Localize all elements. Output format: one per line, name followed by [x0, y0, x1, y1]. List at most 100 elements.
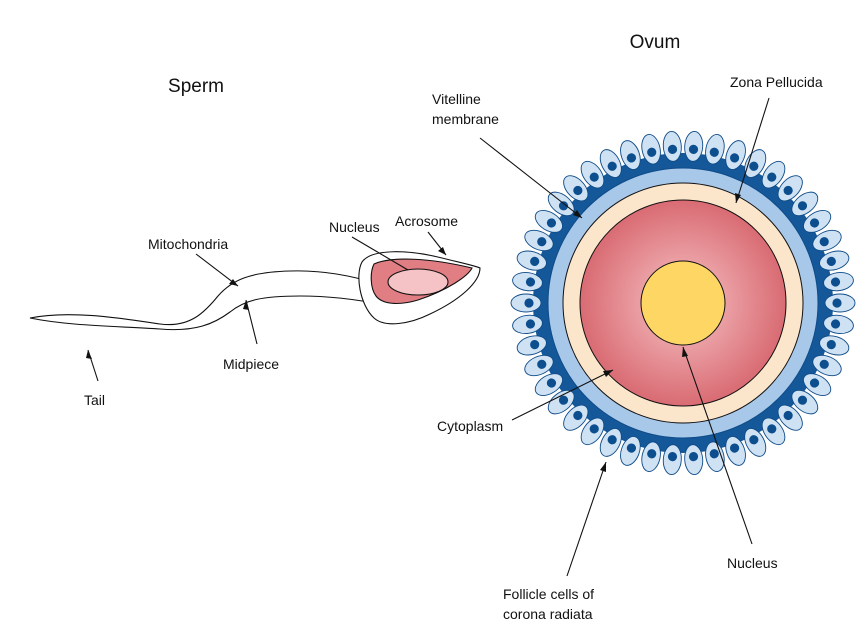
arrow-acrosome — [438, 247, 446, 255]
follicle-cell — [744, 428, 767, 457]
follicle-cell-nucleus — [537, 359, 547, 369]
follicle-cell-nucleus — [832, 298, 842, 308]
follicle-cell — [580, 417, 605, 446]
follicle-cell-nucleus — [688, 144, 699, 154]
follicle-cell — [534, 210, 563, 233]
arrow-cytoplasm — [603, 370, 613, 377]
follicle-cell-nucleus — [546, 218, 557, 228]
follicle-cell — [563, 175, 589, 202]
follicle-cell-nucleus — [830, 319, 841, 329]
follicle-cell-nucleus — [607, 161, 617, 171]
arrow-zona — [735, 193, 741, 203]
label-vitelline-line1: Vitelline — [432, 91, 481, 107]
ovum-drawing — [510, 130, 856, 476]
follicle-cell-nucleus — [647, 147, 657, 157]
follicle-cell — [516, 250, 547, 271]
label-sperm-nucleus: Nucleus — [329, 219, 380, 235]
ovum-title: Ovum — [630, 32, 681, 53]
follicle-cell — [534, 373, 563, 396]
follicle-cell-nucleus — [558, 201, 569, 211]
follicle-cell — [777, 175, 803, 202]
sperm-leaders — [86, 231, 447, 382]
follicle-cell-nucleus — [626, 153, 637, 163]
follicle-cell — [512, 314, 543, 334]
follicle-cell-nucleus — [546, 378, 557, 388]
follicle-cell — [620, 140, 641, 170]
arrow-vitelline — [573, 210, 582, 218]
leader-mitochondria — [195, 253, 239, 287]
label-midpiece: Midpiece — [223, 356, 279, 372]
label-cytoplasm: Cytoplasm — [437, 418, 503, 434]
follicle-cell — [684, 444, 704, 476]
arrow-follicle — [600, 462, 606, 472]
follicle-cell — [744, 149, 767, 178]
leader-ovum-nucleus — [682, 346, 753, 545]
follicle-cell — [547, 191, 575, 217]
sperm-nucleus — [387, 268, 449, 296]
follicle-cell — [599, 428, 622, 457]
follicle-cell — [524, 354, 554, 377]
follicle-cell — [812, 354, 842, 377]
follicle-cell-nucleus — [525, 277, 536, 287]
follicle-cell-nucleus — [530, 256, 540, 267]
follicle-cell — [761, 160, 786, 189]
sperm-tail — [29, 270, 385, 331]
sperm-title: Sperm — [168, 76, 224, 97]
label-acrosome: Acrosome — [395, 213, 458, 229]
follicle-cell — [662, 444, 682, 476]
arrow-midpiece — [243, 300, 249, 310]
follicle-cell-nucleus — [688, 452, 699, 462]
follicle-cell-nucleus — [729, 153, 740, 163]
ovum-leaders — [479, 97, 770, 577]
leader-nucleus-sperm — [351, 236, 409, 271]
follicle-cell — [725, 140, 746, 170]
follicle-cell-nucleus — [530, 339, 540, 350]
follicle-cell-nucleus — [525, 319, 536, 329]
follicle-cell-nucleus — [729, 443, 740, 453]
follicle-cell — [791, 389, 819, 415]
label-zona-pellucida: Zona Pellucida — [730, 74, 823, 90]
label-tail: Tail — [84, 392, 105, 408]
leader-follicle — [566, 461, 607, 577]
follicle-cell-nucleus — [767, 172, 777, 182]
follicle-cell — [705, 441, 725, 472]
label-ovum-nucleus: Nucleus — [727, 555, 778, 571]
follicle-cell-nucleus — [589, 424, 599, 434]
follicle-cell — [516, 335, 547, 356]
ovum-nucleus — [640, 260, 726, 346]
follicle-cell-nucleus — [709, 449, 719, 459]
leader-vitelline — [479, 137, 583, 219]
follicle-cell — [823, 272, 854, 292]
follicle-cell-nucleus — [830, 277, 841, 287]
follicle-cell-nucleus — [647, 449, 657, 459]
follicle-cell — [662, 130, 682, 162]
sperm-drawing — [29, 251, 481, 331]
follicle-cell — [705, 134, 725, 165]
follicle-cell — [563, 404, 589, 431]
follicle-cell-nucleus — [524, 298, 534, 308]
follicle-cell — [641, 134, 661, 165]
follicle-cell — [761, 417, 786, 446]
follicle-cell — [803, 373, 832, 396]
follicle-cell-nucleus — [558, 395, 569, 405]
follicle-cell-nucleus — [749, 161, 759, 171]
arrow-mitochondria — [229, 279, 238, 286]
follicle-cell-nucleus — [537, 237, 547, 247]
follicle-cell — [777, 404, 803, 431]
follicle-cell-nucleus — [809, 218, 820, 228]
follicle-cell — [824, 293, 856, 313]
follicle-cells — [510, 130, 856, 476]
follicle-cell — [580, 160, 605, 189]
follicle-cell — [803, 210, 832, 233]
follicle-cell-nucleus — [709, 147, 719, 157]
arrow-ovum-nucleus — [682, 347, 688, 357]
follicle-cell-nucleus — [667, 144, 678, 154]
follicle-cell — [641, 441, 661, 472]
follicle-cell-nucleus — [826, 339, 836, 350]
follicle-cell-nucleus — [826, 256, 836, 267]
follicle-cell — [599, 149, 622, 178]
label-vitelline-line2: membrane — [432, 111, 499, 127]
follicle-cell-nucleus — [819, 237, 829, 247]
follicle-cell-nucleus — [797, 201, 808, 211]
